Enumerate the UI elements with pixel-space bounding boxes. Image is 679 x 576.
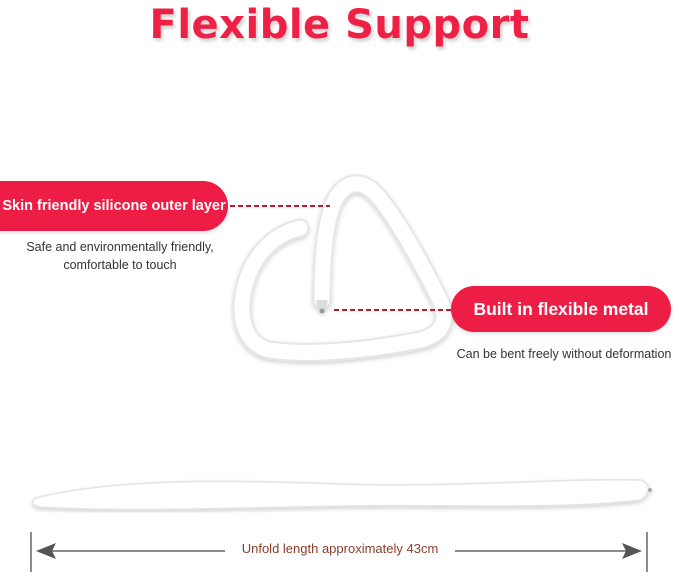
straight-support-image — [31, 478, 652, 511]
flexible-metal-description: Can be bent freely without deformation — [456, 347, 672, 361]
unfold-length-label: Unfold length approximately 43cm — [241, 541, 439, 556]
bent-support-image — [232, 174, 454, 362]
silicone-layer-description: Safe and environmentally friendly, comfo… — [10, 238, 230, 274]
silicone-description-line-1: Safe and environmentally friendly, — [26, 240, 214, 254]
silicone-description-line-2: comfortable to touch — [63, 258, 177, 272]
flexible-metal-label: Built in flexible metal — [451, 286, 671, 332]
silicone-layer-label: Skin friendly silicone outer layer — [0, 181, 228, 231]
dimension-arrow — [30, 532, 648, 572]
page-title: Flexible Support — [149, 2, 530, 48]
